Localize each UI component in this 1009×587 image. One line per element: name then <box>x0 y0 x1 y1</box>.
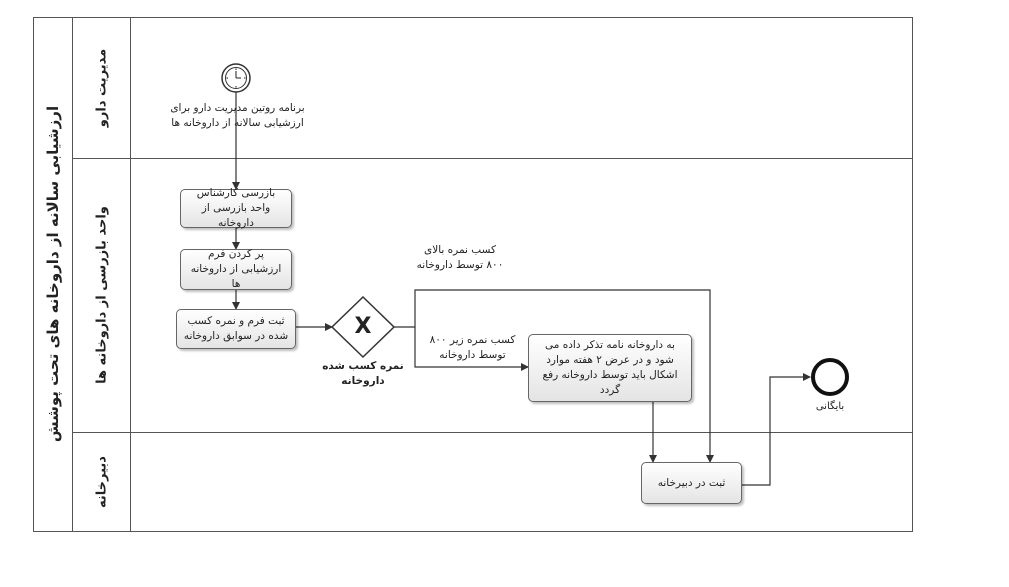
task-record[interactable]: ثبت فرم و نمره کسب شده در سوابق داروخانه <box>176 309 296 349</box>
flow-gateway-below-800 <box>414 327 529 371</box>
lane-separator <box>73 158 913 159</box>
task-fill-form[interactable]: پر کردن فرم ارزشیابی از داروخانه ها <box>180 248 292 290</box>
lane-separator <box>73 432 913 433</box>
clock-icon <box>226 68 246 88</box>
flow-label-above-800: کسب نمره بالای ۸۰۰ توسط داروخانه <box>416 244 504 271</box>
end-event-label: بایگانی <box>815 401 845 412</box>
lane-header-column <box>73 17 131 532</box>
flow-secretariat-to-end <box>742 373 811 486</box>
pool-header <box>33 17 73 532</box>
pool-frame <box>33 17 913 532</box>
flow-gateway-above-800 <box>394 289 714 463</box>
start-event-label: برنامه روتین مدیریت دارو برای ارزشیابی س… <box>170 102 305 129</box>
task-secretariat[interactable]: ثبت در دبیرخانه <box>641 462 742 504</box>
exclusive-gateway <box>330 295 396 359</box>
task-inspection[interactable]: بازرسی کارشناس واحد بازرسی از داروخانه <box>180 187 292 229</box>
end-event <box>811 358 849 396</box>
gateway-x-symbol: X <box>354 314 372 339</box>
gateway-label: نمره کسب شده داروخانه <box>322 360 404 387</box>
task-warning-letter[interactable]: به داروخانه نامه تذکر داده می شود و در ع… <box>528 334 692 402</box>
flow-label-below-800: کسب نمره زیر ۸۰۰ توسط داروخانه <box>429 334 516 361</box>
start-timer-event <box>221 63 251 93</box>
